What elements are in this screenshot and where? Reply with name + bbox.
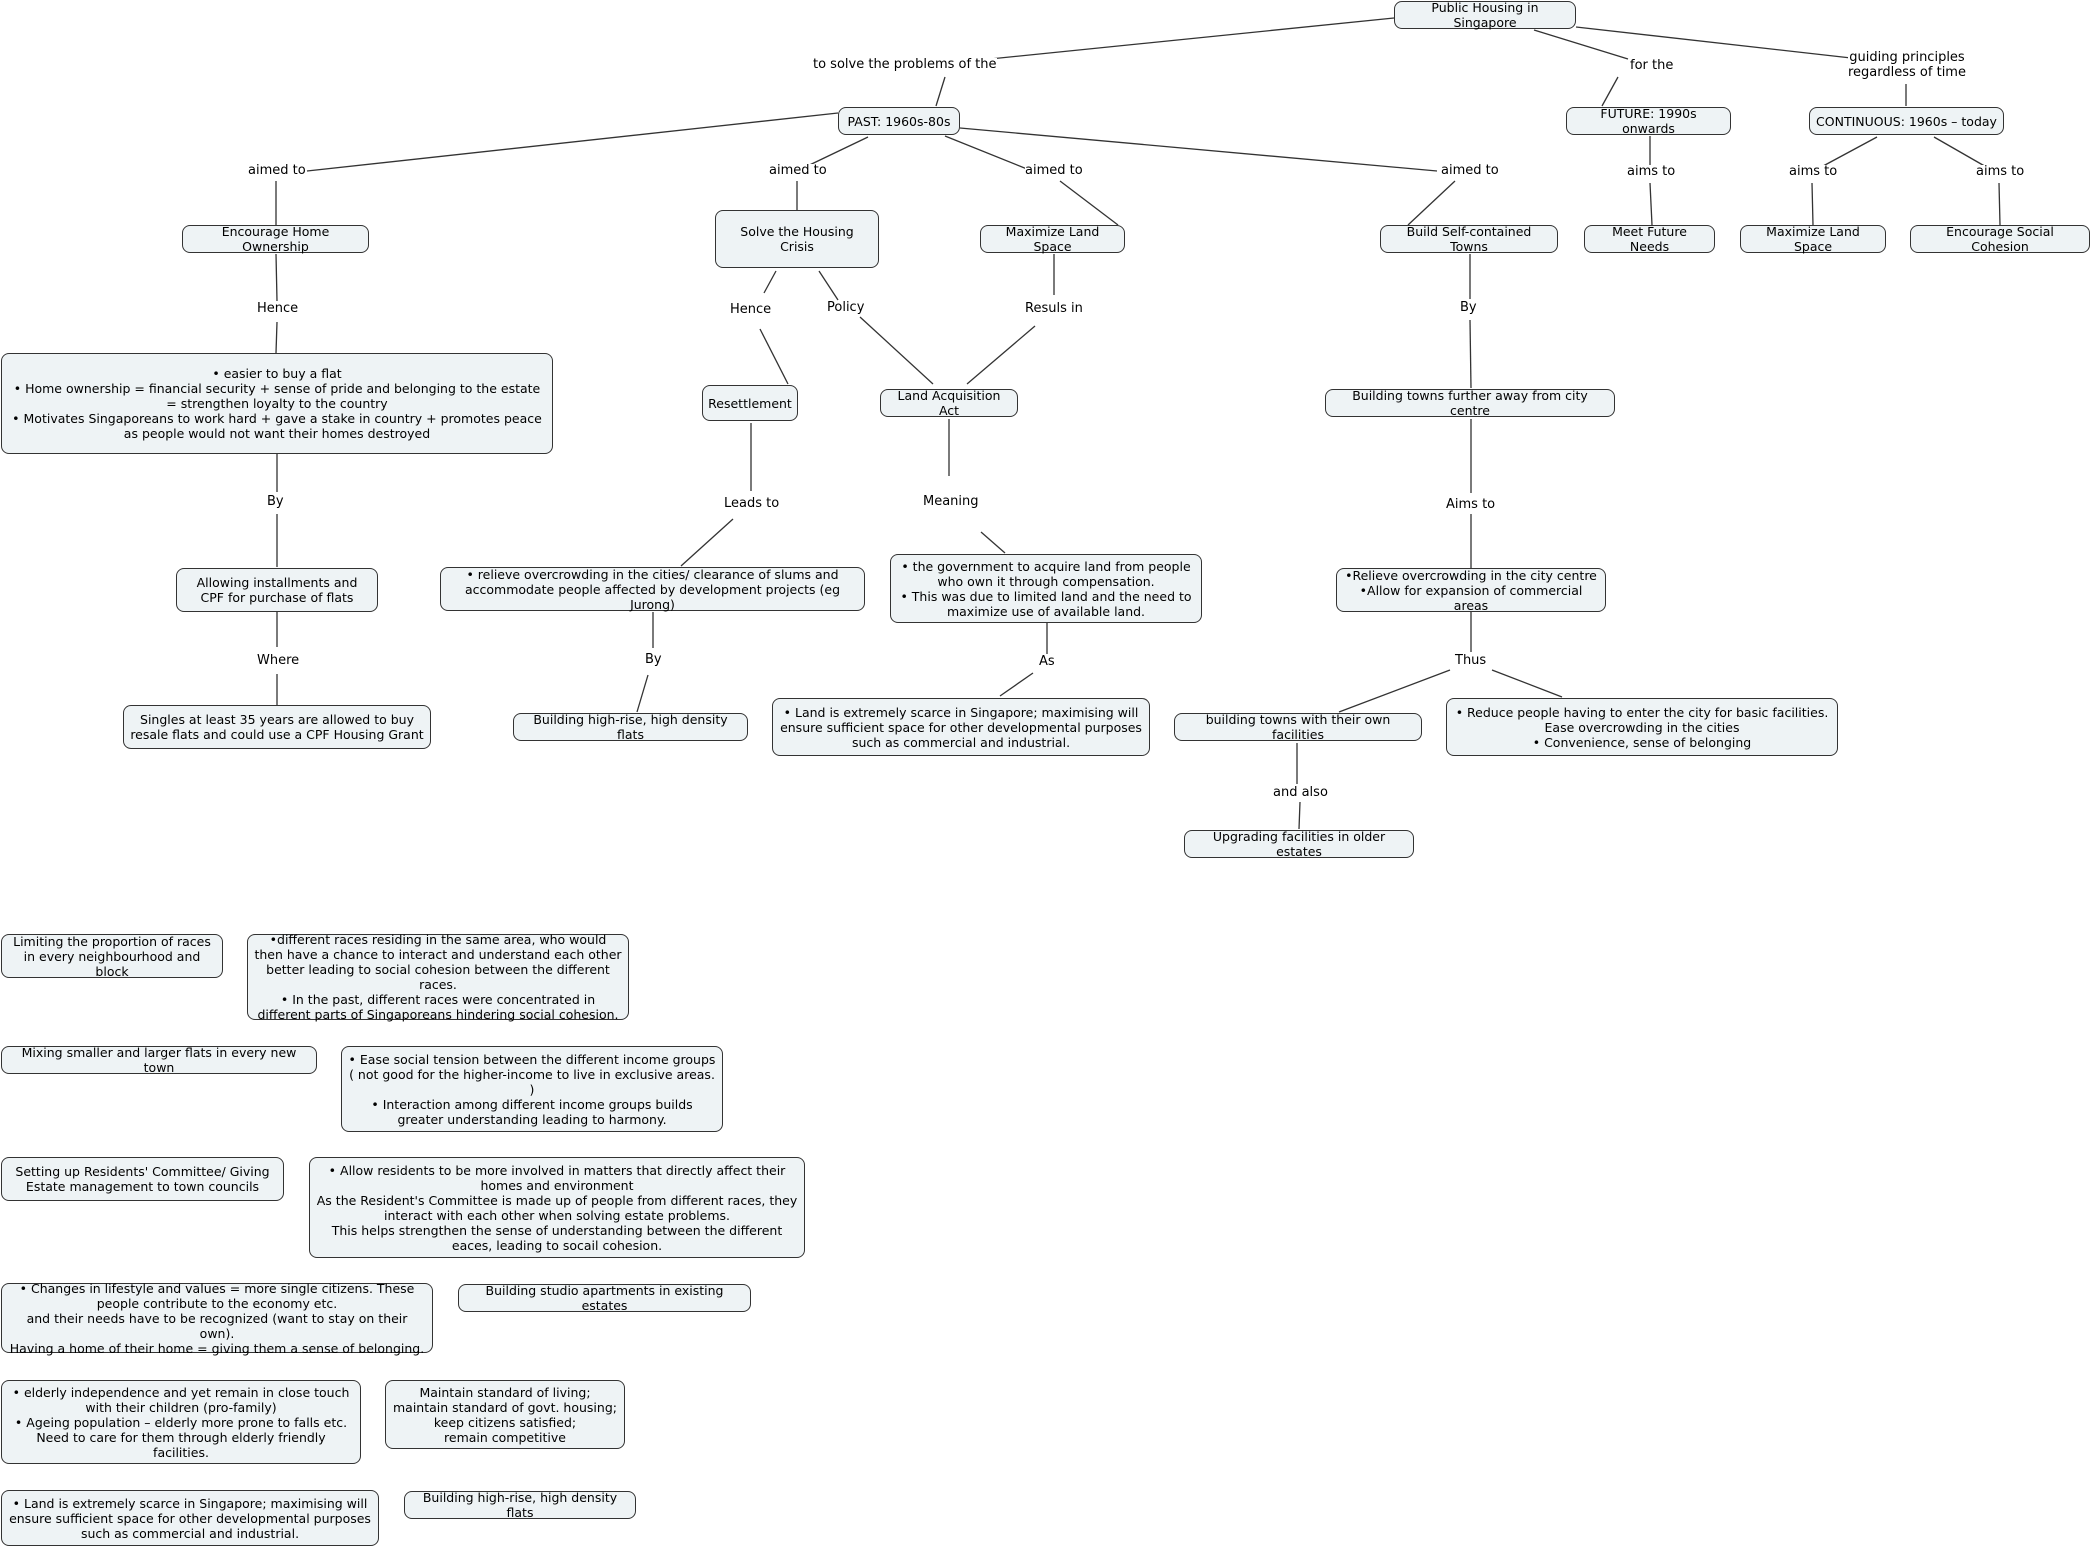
link-label: aimed to bbox=[248, 163, 306, 179]
past-node[interactable]: PAST: 1960s-80s bbox=[838, 107, 960, 135]
relieve-overcrowding-slums-node[interactable]: • relieve overcrowding in the cities/ cl… bbox=[440, 567, 865, 612]
cpf-installments-node[interactable]: Allowing installments and CPF for purcha… bbox=[176, 568, 378, 612]
maintain-standard-node[interactable]: Maintain standard of living; maintain st… bbox=[385, 1380, 625, 1449]
land-acquisition-act-node[interactable]: Land Acquisition Act bbox=[880, 388, 1018, 418]
relieve-city-centre-node[interactable]: •Relieve overcrowding in the city centre… bbox=[1336, 568, 1606, 613]
link-label: aims to bbox=[1627, 164, 1676, 180]
singles-35-node[interactable]: Singles at least 35 years are allowed to… bbox=[123, 705, 431, 749]
link-label: aimed to bbox=[769, 163, 827, 179]
link-label: aimed to bbox=[1025, 163, 1083, 179]
lifestyle-changes-node[interactable]: • Changes in lifestyle and values = more… bbox=[1, 1281, 433, 1356]
link-label: Resuls in bbox=[1025, 301, 1083, 317]
meet-future-needs-node[interactable]: Meet Future Needs bbox=[1584, 224, 1715, 254]
elderly-node[interactable]: • elderly independence and yet remain in… bbox=[1, 1380, 361, 1464]
maximize-land-space-node[interactable]: Maximize Land Space bbox=[980, 224, 1125, 254]
link-label: aimed to bbox=[1441, 163, 1499, 179]
link-label: Policy bbox=[827, 300, 865, 316]
link-label: to solve the problems of the bbox=[813, 57, 997, 73]
future-node[interactable]: FUTURE: 1990s onwards bbox=[1566, 106, 1731, 136]
link-label: By bbox=[645, 652, 662, 668]
towns-own-facilities-node[interactable]: building towns with their own facilities bbox=[1174, 712, 1422, 742]
build-self-contained-towns-node[interactable]: Build Self-contained Towns bbox=[1380, 224, 1558, 254]
limiting-races-node[interactable]: Limiting the proportion of races in ever… bbox=[1, 934, 223, 979]
studio-apartments-node[interactable]: Building studio apartments in existing e… bbox=[458, 1283, 751, 1313]
link-label: and also bbox=[1273, 785, 1328, 801]
different-races-node[interactable]: •different races residing in the same ar… bbox=[247, 932, 629, 1022]
continuous-node[interactable]: CONTINUOUS: 1960s – today bbox=[1809, 107, 2004, 135]
home-ownership-benefits-node[interactable]: • easier to buy a flat • Home ownership … bbox=[1, 353, 553, 454]
link-label: Hence bbox=[257, 301, 299, 317]
high-rise-flats-node[interactable]: Building high-rise, high density flats bbox=[513, 712, 748, 742]
link-label: Aims to bbox=[1446, 497, 1496, 513]
government-acquire-land-node[interactable]: • the government to acquire land from pe… bbox=[890, 554, 1202, 623]
reduce-people-city-node[interactable]: • Reduce people having to enter the city… bbox=[1446, 698, 1838, 756]
link-label: Meaning bbox=[923, 494, 979, 510]
link-label: By bbox=[267, 494, 284, 510]
high-rise-flats-bottom-node[interactable]: Building high-rise, high density flats bbox=[404, 1490, 636, 1520]
encourage-home-ownership-node[interactable]: Encourage Home Ownership bbox=[182, 224, 369, 254]
link-label: Thus bbox=[1455, 653, 1487, 669]
mixing-flats-node[interactable]: Mixing smaller and larger flats in every… bbox=[1, 1045, 317, 1075]
link-label: Leads to bbox=[724, 496, 780, 512]
residents-committee-node[interactable]: Setting up Residents' Committee/ Giving … bbox=[1, 1157, 284, 1201]
link-label: Hence bbox=[730, 302, 772, 318]
land-scarce-bottom-node[interactable]: • Land is extremely scarce in Singapore;… bbox=[1, 1490, 379, 1546]
link-label: As bbox=[1039, 654, 1055, 670]
allow-residents-node[interactable]: • Allow residents to be more involved in… bbox=[309, 1157, 805, 1258]
link-label: Where bbox=[257, 653, 300, 669]
link-label: aims to bbox=[1789, 164, 1838, 180]
ease-social-tension-node[interactable]: • Ease social tension between the differ… bbox=[341, 1046, 723, 1132]
land-scarce-node[interactable]: • Land is extremely scarce in Singapore;… bbox=[772, 698, 1150, 756]
encourage-social-cohesion-node[interactable]: Encourage Social Cohesion bbox=[1910, 224, 2090, 254]
link-label: By bbox=[1460, 300, 1477, 316]
resettlement-node[interactable]: Resettlement bbox=[702, 385, 798, 421]
maximize-land-space-continuous-node[interactable]: Maximize Land Space bbox=[1740, 224, 1886, 254]
upgrading-facilities-node[interactable]: Upgrading facilities in older estates bbox=[1184, 829, 1414, 859]
link-label: guiding principles regardless of time bbox=[1848, 50, 1966, 81]
solve-housing-crisis-node[interactable]: Solve the Housing Crisis bbox=[715, 210, 879, 268]
link-label: for the bbox=[1630, 58, 1674, 74]
towns-away-from-city-node[interactable]: Building towns further away from city ce… bbox=[1325, 388, 1615, 418]
root-node[interactable]: Public Housing in Singapore bbox=[1394, 0, 1576, 30]
link-label: aims to bbox=[1976, 164, 2025, 180]
